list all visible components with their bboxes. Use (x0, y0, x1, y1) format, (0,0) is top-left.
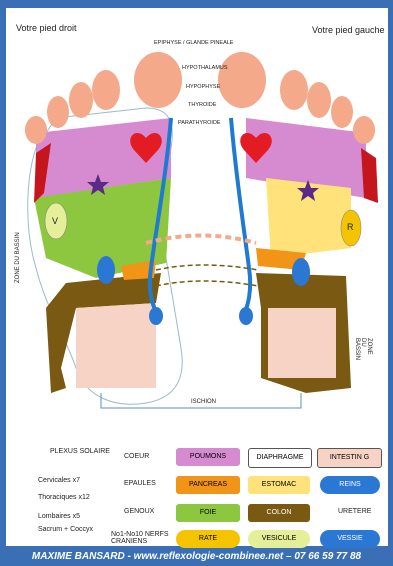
left-toe-5 (353, 116, 375, 144)
right-intestine-zone (76, 303, 156, 388)
legend-nerfs: No1-No10 NERFS CRANIENS (111, 531, 171, 545)
left-intestine-zone (268, 308, 336, 378)
left-kidney (292, 258, 310, 286)
right-big-toe (134, 52, 182, 108)
colon-link-1 (156, 265, 258, 270)
r-label: R (347, 222, 354, 232)
right-foot (25, 52, 182, 404)
left-foot-label: Votre pied gauche (312, 25, 385, 35)
legend-uretere: URETERE (338, 508, 371, 515)
legend-cervicales: Cervicales x7 (38, 477, 80, 484)
v-label: V (52, 216, 58, 226)
legend-foie: FOIE (176, 504, 240, 522)
legend-sacrum: Sacrum + Coccyx (38, 526, 93, 533)
legend-thoraciques: Thoraciques x12 (38, 494, 90, 501)
legend-intestin: INTESTIN G (317, 448, 382, 468)
ischion-label: ISCHION (191, 399, 216, 405)
left-bladder (239, 307, 253, 325)
left-toe-4 (331, 96, 353, 128)
left-big-toe (218, 52, 266, 108)
zone-bassin-right: ZONE DU BASSIN (15, 232, 21, 283)
right-kidney (97, 256, 115, 284)
legend-coeur: COEUR (124, 453, 149, 460)
legend-diaphragme: DIAPHRAGME (248, 448, 312, 468)
legend-lombaires: Lombaires x5 (38, 513, 80, 520)
legend-estomac: ESTOMAC (248, 476, 310, 494)
legend-colon: COLON (248, 504, 310, 522)
right-bladder (149, 307, 163, 325)
hypophyse-label: HYPOPHYSE (186, 84, 220, 90)
left-toe-2 (280, 70, 308, 110)
reflexology-chart: Votre pied droit Votre pied gauche EPIPH… (6, 8, 388, 546)
legend-poumons: POUMONS (176, 448, 240, 466)
footer-banner: MAXIME BANSARD - www.reflexologie-combin… (0, 548, 393, 566)
legend-reins: REINS (320, 476, 380, 494)
right-toe-3 (69, 82, 93, 118)
legend-epaules: EPAULES (124, 480, 156, 487)
legend-plexus: PLEXUS SOLAIRE (50, 448, 110, 455)
legend-genoux: GENOUX (124, 508, 154, 515)
zone-bassin-left: ZONE DU BASSIN (354, 338, 372, 360)
right-toe-4 (47, 96, 69, 128)
right-foot-label: Votre pied droit (16, 23, 77, 33)
parathyroide-label: PARATHYROIDE (178, 120, 221, 126)
right-toe-2 (92, 70, 120, 110)
epiphyse-label: EPIPHYSE / GLANDE PINEALE (154, 40, 233, 46)
legend-vesicule: VESICULE (248, 530, 310, 548)
hypothalamus-label: HYPOTHALAMUS (182, 65, 228, 71)
legend-rate: RATE (176, 530, 240, 548)
legend-vessie: VESSIE (320, 530, 380, 548)
right-toe-5 (25, 116, 47, 144)
left-toe-3 (307, 82, 331, 118)
colon-link-2 (156, 281, 258, 286)
legend-pancreas: PANCREAS (176, 476, 240, 494)
thyroide-label: THYROIDE (188, 102, 216, 108)
